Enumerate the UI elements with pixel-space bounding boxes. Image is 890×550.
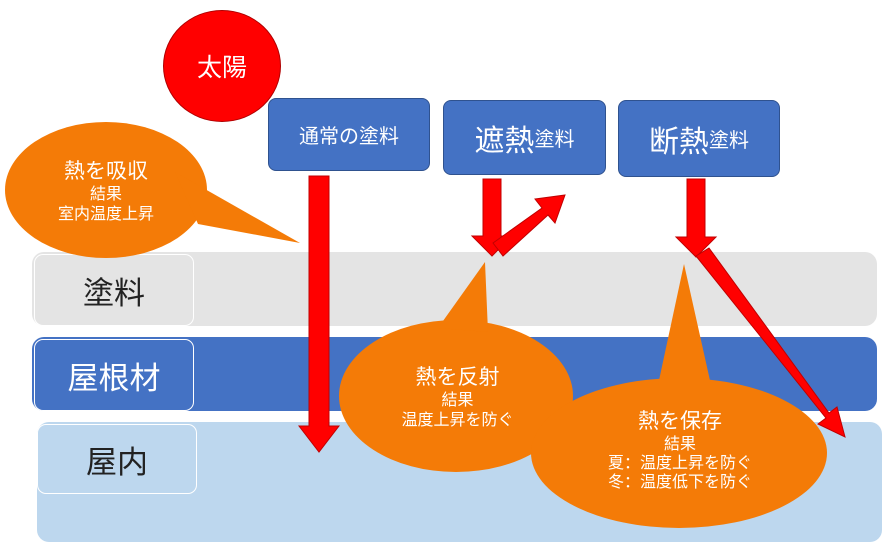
absorb-bubble-text: 熱を吸収 結果 室内温度上昇 [20,148,192,234]
roof-layer-text: 屋根材 [67,360,161,397]
indoor-layer-label: 屋内 [37,424,197,494]
reflective-paint-sub: 塗料 [534,127,575,151]
absorb-bubble [5,122,300,258]
paint-layer-label: 塗料 [34,254,194,326]
reflective-reflect-arrow [492,194,566,257]
insulating-paint-box: 断熱塗料 [618,100,780,177]
normal-paint-label: 通常の塗料 [299,124,399,148]
preserve-bubble [531,264,827,528]
reflect-line2: 温度上昇を防ぐ [401,409,514,429]
insulating-paint-main: 断熱 [649,124,709,160]
roof-layer-label: 屋根材 [34,339,194,411]
reflect-bubble [339,262,573,472]
insulating-down-arrow [674,178,718,258]
preserve-line3: 冬：温度低下を防ぐ [607,472,752,492]
normal-paint-box: 通常の塗料 [268,98,430,171]
reflect-bubble-text: 熱を反射 結果 温度上昇を防ぐ [360,355,555,439]
paint-layer-text: 塗料 [83,275,145,312]
absorb-line1: 結果 [89,184,122,204]
insulating-paint-sub: 塗料 [709,128,749,152]
indoor-layer-text: 屋内 [86,444,148,481]
preserve-line1: 結果 [663,433,696,453]
reflect-head: 熱を反射 [415,365,500,390]
sun-label: 太陽 [196,53,247,82]
absorb-line2: 室内温度上昇 [57,203,154,223]
reflect-line1: 結果 [441,390,474,410]
reflective-paint-main: 遮熱 [474,123,535,159]
normal-arrow [297,175,341,453]
preserve-line2: 夏：温度上昇を防ぐ [607,453,752,472]
reflective-paint-box: 遮熱塗料 [443,100,606,175]
insulating-diagonal-arrow [695,247,846,438]
sun: 太陽 [163,10,281,122]
preserve-head: 熱を保存 [638,408,722,433]
absorb-head: 熱を吸収 [64,159,148,184]
preserve-bubble-text: 熱を保存 結果 夏：温度上昇を防ぐ 冬：温度低下を防ぐ [560,398,800,502]
